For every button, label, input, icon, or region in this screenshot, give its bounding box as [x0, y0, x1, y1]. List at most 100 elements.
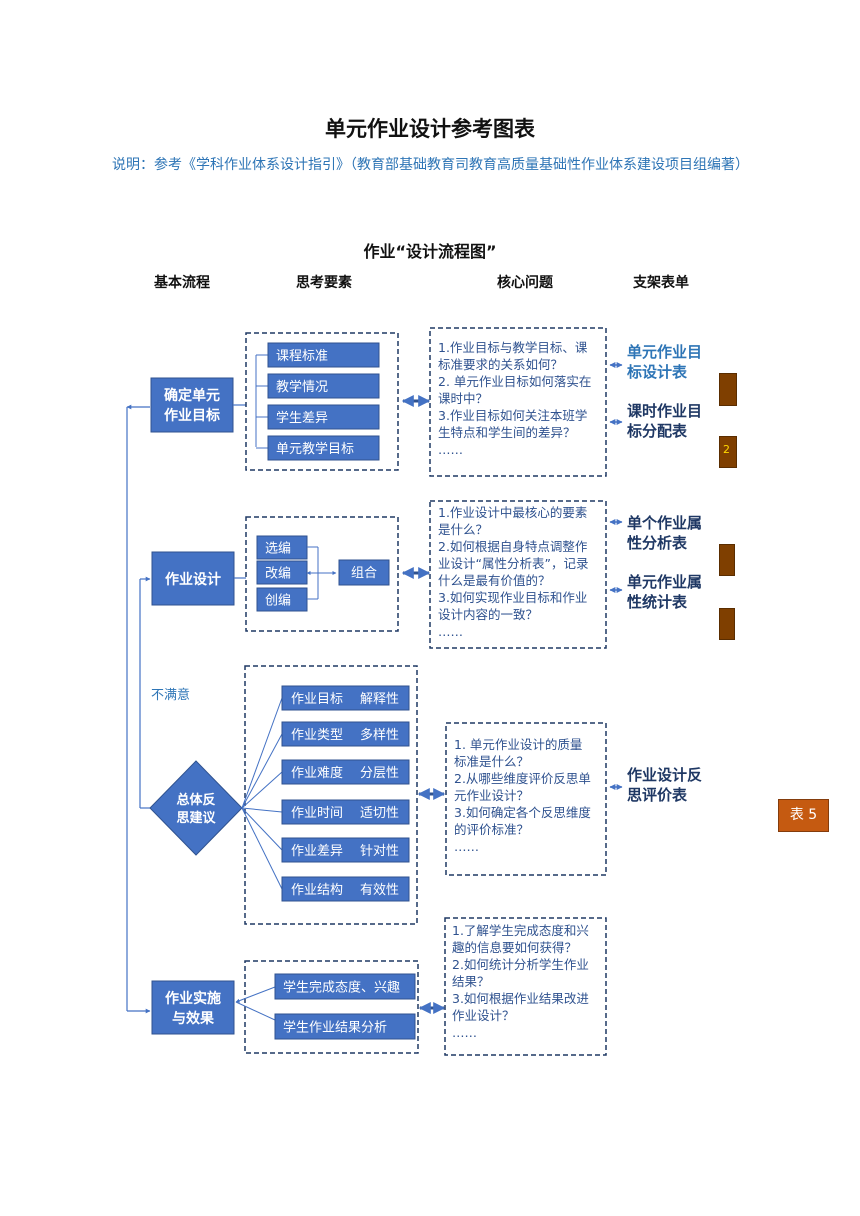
svg-text:学生完成态度、兴趣: 学生完成态度、兴趣	[283, 980, 400, 996]
svg-text:性统计表: 性统计表	[627, 593, 688, 611]
svg-text:标分配表: 标分配表	[626, 422, 688, 440]
questions-2-line: 1.作业设计中最核心的要素	[438, 505, 587, 520]
flowchart-title: 作业“设计流程图”	[363, 242, 497, 261]
table-tag-2: 2	[719, 436, 737, 468]
svg-text:作业时间: 作业时间	[291, 806, 343, 821]
svg-text:与效果: 与效果	[172, 1010, 215, 1027]
goal-element-1: 课程标准	[267, 342, 380, 368]
questions-2: 1.作业设计中最核心的要素是什么？2.如何根据自身特点调整作业设计“属性分析表”…	[438, 505, 588, 639]
svg-text:标设计表: 标设计表	[626, 363, 688, 381]
svg-text:分层性: 分层性	[360, 766, 399, 781]
design-element-1: 选编	[256, 535, 308, 560]
page-title: 单元作业设计参考图表	[325, 117, 535, 141]
questions-1-line: 3.作业目标如何关注本班学	[438, 408, 587, 423]
svg-text:作业目标: 作业目标	[164, 407, 220, 424]
questions-1-line: 1.作业目标与教学目标、课	[438, 340, 588, 355]
svg-text:改编: 改编	[265, 567, 291, 582]
stage-homework-design: 作业设计	[151, 551, 235, 606]
stage-unit-goal: 确定单元 作业目标	[150, 377, 234, 433]
goal-element-3: 学生差异	[267, 404, 380, 430]
svg-text:性分析表: 性分析表	[627, 534, 688, 552]
questions-3-line: 1. 单元作业设计的质量	[454, 737, 582, 752]
svg-text:单个作业属: 单个作业属	[627, 514, 702, 532]
header-support-forms: 支架表单	[633, 275, 689, 291]
design-element-2: 改编	[256, 560, 308, 585]
svg-text:适切性: 适切性	[360, 806, 399, 821]
questions-3-line: ……	[454, 839, 479, 854]
questions-4-line: 3.如何根据作业结果改进	[452, 991, 589, 1006]
table-tag-5: 表 5	[778, 799, 829, 832]
svg-text:作业目标: 作业目标	[291, 692, 343, 707]
goal-elements-group	[245, 332, 399, 471]
header-core-questions: 核心问题	[497, 275, 553, 291]
svg-text:作业结构: 作业结构	[291, 883, 343, 898]
svg-text:作业设计: 作业设计	[165, 571, 221, 588]
questions-1-line: 标准要求的关系如何？	[438, 357, 563, 372]
reflect-element-1: 作业目标 解释性	[281, 685, 410, 711]
svg-text:思建议: 思建议	[176, 810, 216, 826]
questions-4-line: 结果？	[452, 974, 490, 989]
design-elements-group	[245, 516, 399, 632]
svg-text:多样性: 多样性	[360, 727, 399, 743]
svg-text:针对性: 针对性	[360, 844, 399, 859]
svg-text:解释性: 解释性	[360, 692, 399, 707]
questions-3-line: 元作业设计？	[454, 788, 529, 803]
questions-3: 1. 单元作业设计的质量标准是什么？2.从哪些维度评价反思单元作业设计？3.如何…	[454, 737, 591, 854]
svg-text:作业实施: 作业实施	[165, 990, 221, 1007]
questions-1-line: 生特点和学生间的差异？	[438, 425, 576, 440]
svg-text:作业类型: 作业类型	[291, 728, 343, 743]
svg-text:单元教学目标: 单元教学目标	[276, 441, 354, 457]
questions-3-line: 标准是什么？	[454, 754, 529, 769]
reflect-element-2: 作业类型 多样性	[281, 721, 410, 747]
reflect-elements-group	[244, 665, 418, 925]
svg-text:教学情况: 教学情况	[276, 379, 328, 395]
svg-text:组合: 组合	[351, 566, 377, 581]
dissatisfied-label: 不满意	[151, 687, 190, 703]
table-tag-4	[719, 608, 735, 640]
stage-overall-reflection: 总体反 思建议	[149, 760, 243, 856]
effect-elements-group	[244, 960, 419, 1054]
reflect-element-5: 作业差异 针对性	[281, 837, 410, 863]
design-element-3: 创编	[256, 587, 308, 612]
stage-implementation-effect: 作业实施 与效果	[151, 980, 235, 1035]
questions-2-line: ……	[438, 624, 463, 639]
questions-box-1	[429, 327, 607, 477]
questions-box-2	[429, 500, 607, 649]
svg-text:课程标准: 课程标准	[276, 349, 328, 364]
svg-text:有效性: 有效性	[360, 883, 399, 898]
questions-4-line: ……	[452, 1025, 477, 1040]
svg-text:单元作业目: 单元作业目	[627, 343, 702, 361]
reflect-element-3: 作业难度分层性	[281, 759, 410, 785]
questions-4: 1.了解学生完成态度和兴趣的信息要如何获得？2.如何统计分析学生作业结果？3.如…	[452, 923, 589, 1040]
svg-text:作业设计反: 作业设计反	[627, 766, 702, 784]
questions-2-line: 2.如何根据自身特点调整作	[438, 539, 588, 554]
questions-1-line: 2. 单元作业目标如何落实在	[438, 374, 591, 389]
svg-text:创编: 创编	[265, 594, 291, 609]
svg-text:思评价表: 思评价表	[627, 786, 688, 804]
svg-text:作业差异: 作业差异	[291, 844, 343, 859]
goal-element-4: 单元教学目标	[267, 435, 380, 461]
header-thinking-elements: 思考要素	[296, 275, 352, 291]
questions-4-line: 1.了解学生完成态度和兴	[452, 923, 589, 938]
questions-1-line: ……	[438, 442, 463, 457]
effect-element-1: 学生完成态度、兴趣	[274, 973, 416, 1000]
questions-2-line: 是什么？	[438, 522, 488, 537]
questions-3-line: 2.从哪些维度评价反思单	[454, 771, 591, 786]
questions-4-line: 2.如何统计分析学生作业	[452, 957, 589, 972]
questions-1-line: 课时中？	[438, 391, 488, 406]
questions-4-line: 作业设计？	[452, 1008, 515, 1023]
goal-element-2: 教学情况	[267, 373, 380, 399]
questions-box-4	[444, 917, 607, 1056]
svg-text:总体反: 总体反	[176, 792, 215, 808]
feedback-loop: 不满意	[126, 404, 190, 1014]
svg-text:学生作业结果分析: 学生作业结果分析	[283, 1020, 387, 1036]
questions-2-line: 什么是最有价值的？	[438, 573, 551, 588]
reflect-element-6: 作业结构 有效性	[281, 876, 410, 902]
